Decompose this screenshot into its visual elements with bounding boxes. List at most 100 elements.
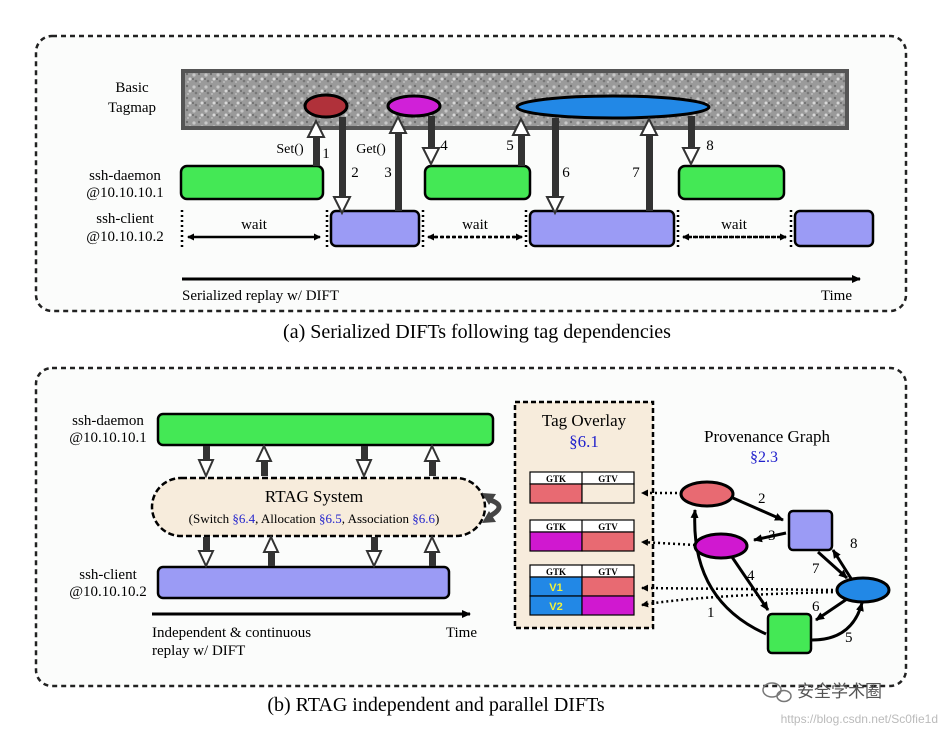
daemon-label-line1: ssh-daemon: [89, 168, 161, 184]
provenance-graph-title: Provenance Graph: [704, 427, 831, 446]
daemon-label-b-line1: ssh-daemon: [72, 413, 144, 429]
step-label-3: 3: [384, 165, 392, 181]
client-block-3: [793, 209, 875, 248]
rtag-overlay-link: [482, 493, 502, 523]
overlay-link-magenta: [641, 538, 696, 547]
time-label-a: Time: [821, 288, 852, 304]
edge-label-6: 6: [812, 599, 820, 615]
overlay-table-1: GTK GTV: [529, 471, 635, 504]
rtag-system-subtitle: (Switch §6.4, Allocation §6.5, Associati…: [189, 511, 440, 526]
timeline-label-b-line2: replay w/ DIFT: [152, 643, 245, 659]
panel-b: ssh-daemon @10.10.10.1 ssh-client @10.10…: [34, 366, 908, 688]
dep-arrow-5: [511, 116, 531, 166]
daemon-block-2: [423, 164, 532, 201]
step-label-6: 6: [562, 165, 570, 181]
dep-arrow-4: [421, 116, 441, 167]
watermark-url: https://blog.csdn.net/Sc0fie1d: [781, 712, 938, 726]
wait-label-1: wait: [241, 217, 268, 233]
client-timeline-bar: [156, 565, 451, 600]
step-label-5: 5: [506, 138, 514, 154]
daemon-block-3: [677, 164, 786, 201]
panel-a: Basic Tagmap ssh-daemon @10.10.10.1 ssh-…: [34, 34, 908, 313]
provenance-graph-ref: §2.3: [750, 449, 778, 466]
overlay-table-2: GTK GTV: [529, 519, 635, 552]
v2-key: V2: [549, 601, 562, 613]
gtv-header-2: GTV: [598, 522, 618, 532]
timeline-label-a: Serialized replay w/ DIFT: [182, 288, 339, 304]
edge-label-1: 1: [707, 605, 715, 621]
wechat-icon: [762, 682, 792, 703]
rtag-daemon-arrows: [197, 443, 441, 479]
client-label-line1: ssh-client: [96, 211, 154, 227]
overlay-link-blue-v2: [641, 590, 839, 608]
basic-tagmap-label-line2: Tagmap: [108, 100, 156, 116]
graph-edge-6: [815, 597, 848, 622]
caption-b: (b) RTAG independent and parallel DIFTs: [267, 694, 605, 716]
graph-edge-4: [730, 556, 770, 611]
client-label-b-line1: ssh-client: [79, 567, 137, 583]
graph-node-client: [787, 509, 834, 552]
graph-node-blue: [835, 576, 891, 604]
rtag-system-box: [150, 476, 487, 538]
dep-arrow-8: [681, 116, 701, 167]
graph-edge-5: [811, 602, 864, 642]
daemon-label-line2: @10.10.10.1: [86, 185, 164, 201]
step-label-1: 1: [322, 146, 330, 162]
watermark-brand: 安全学术圈: [797, 682, 882, 701]
dep-arrow-6: [545, 118, 565, 216]
edge-label-5: 5: [845, 630, 853, 646]
graph-edge-7: [816, 550, 849, 580]
gtv-header-1: GTV: [598, 474, 618, 484]
graph-edge-8: [831, 549, 854, 581]
gtk-header-1: GTK: [546, 474, 566, 484]
daemon-label-b-line2: @10.10.10.1: [69, 430, 147, 446]
tag-magenta-ellipse: [386, 94, 442, 118]
basic-tagmap-bar: [181, 69, 849, 130]
overlay-table-3: GTK GTV V1 V2: [529, 564, 635, 616]
graph-node-magenta: [693, 532, 749, 560]
gtk-header-3: GTK: [546, 567, 566, 577]
graph-node-daemon: [766, 612, 813, 655]
client-block-2: [528, 209, 676, 248]
time-label-b: Time: [446, 625, 477, 641]
wait-label-2: wait: [462, 217, 489, 233]
get-call-label: Get(): [356, 142, 386, 157]
dep-arrow-3: [388, 114, 408, 211]
edge-label-7: 7: [812, 561, 820, 577]
daemon-block-1: [179, 164, 325, 201]
step-label-7: 7: [632, 165, 640, 181]
gtv-header-3: GTV: [598, 567, 618, 577]
set-call-label: Set(): [276, 142, 304, 157]
step-label-8: 8: [706, 138, 714, 154]
edge-label-4: 4: [747, 568, 755, 584]
tag-red-ellipse: [303, 93, 349, 119]
client-label-b-line2: @10.10.10.2: [69, 584, 147, 600]
step-label-4: 4: [440, 138, 448, 154]
step-label-2: 2: [351, 165, 359, 181]
dep-arrow-2: [332, 117, 352, 216]
client-label-line2: @10.10.10.2: [86, 229, 164, 245]
wait-label-3: wait: [721, 217, 748, 233]
tag-overlay-title: Tag Overlay: [542, 411, 627, 430]
daemon-timeline-bar: [156, 412, 495, 447]
v1-key: V1: [549, 582, 562, 594]
graph-edge-3: [753, 531, 787, 543]
rtag-system-title: RTAG System: [265, 487, 363, 506]
dep-arrow-7: [639, 116, 659, 211]
client-block-1: [329, 209, 421, 248]
timeline-label-b-line1: Independent & continuous: [152, 625, 311, 641]
graph-edge-2: [732, 496, 784, 522]
dep-arrow-1: [306, 118, 326, 166]
edge-label-8: 8: [850, 536, 858, 552]
gtk-header-2: GTK: [546, 522, 566, 532]
edge-label-3: 3: [768, 528, 776, 544]
rtag-client-arrows: [197, 534, 441, 569]
tag-blue-ellipse: [515, 94, 711, 120]
graph-node-red: [679, 480, 735, 508]
basic-tagmap-label-line1: Basic: [115, 80, 149, 96]
caption-a: (a) Serialized DIFTs following tag depen…: [283, 321, 671, 343]
watermark: 安全学术圈 https://blog.csdn.net/Sc0fie1d: [762, 682, 938, 726]
graph-edge-1: [690, 509, 767, 636]
tag-overlay-ref: §6.1: [569, 432, 599, 451]
